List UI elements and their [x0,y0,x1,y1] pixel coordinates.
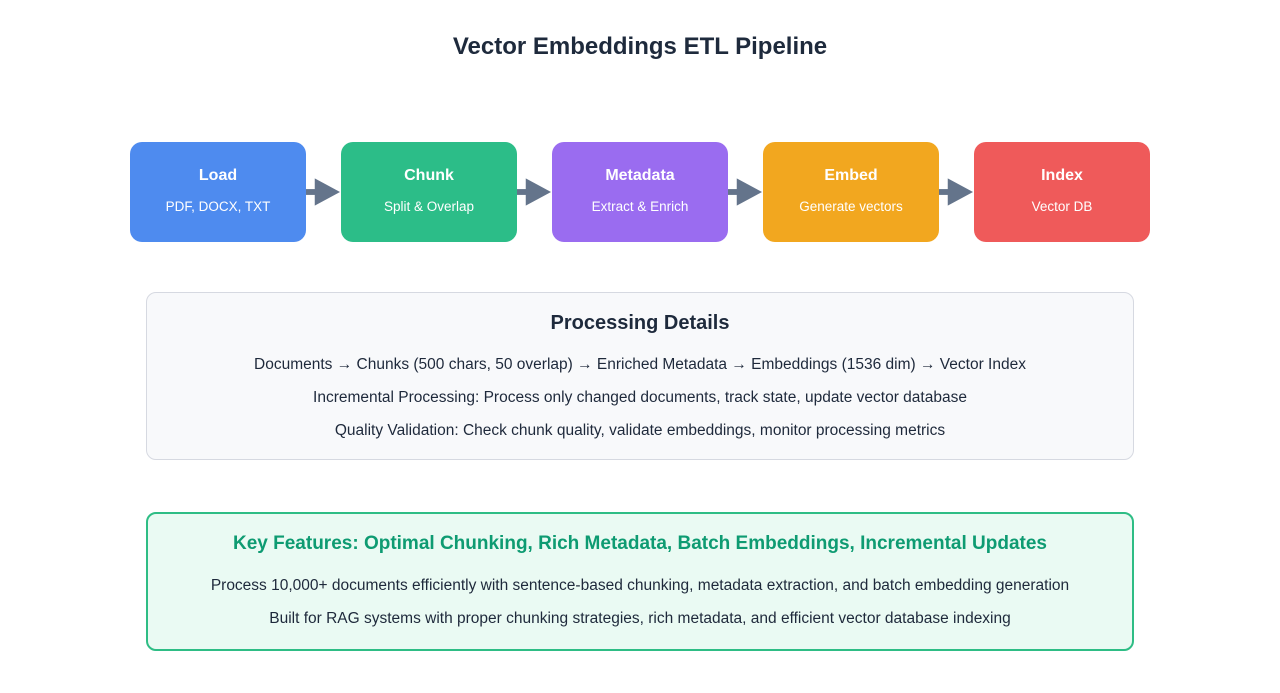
stage-title: Load [198,166,238,184]
page-title: Vector Embeddings ETL Pipeline [452,33,828,60]
pipeline-flow: Load PDF, DOCX, TXT Chunk Split & Overla… [0,142,1280,242]
stage-title: Chunk [404,166,454,184]
stage-subtitle: Generate vectors [799,198,903,214]
stage-title: Embed [824,166,878,184]
processing-flow-line: Documents → Chunks (500 chars, 50 overla… [254,356,1026,373]
pipeline-stage-index: Index Vector DB [974,142,1150,242]
pipeline-stage-metadata: Metadata Extract & Enrich [552,142,728,242]
flow-arrow-icon [939,178,974,206]
key-features-line: Process 10,000+ documents efficiently wi… [210,577,1070,594]
pipeline-stage-embed: Embed Generate vectors [763,142,939,242]
pipeline-stage-chunk: Chunk Split & Overlap [341,142,517,242]
processing-details-title: Processing Details [550,312,730,334]
stage-title: Index [1041,166,1083,184]
key-features-title: Key Features: Optimal Chunking, Rich Met… [233,533,1047,554]
stage-subtitle: Extract & Enrich [591,198,689,214]
key-features-line: Built for RAG systems with proper chunki… [269,610,1011,627]
stage-title: Metadata [605,166,675,184]
flow-arrow-icon [306,178,341,206]
stage-subtitle: Split & Overlap [383,198,475,214]
key-features-panel: Key Features: Optimal Chunking, Rich Met… [146,512,1134,651]
processing-details-panel: Processing Details Documents → Chunks (5… [146,292,1134,460]
incremental-processing-line: Incremental Processing: Process only cha… [313,389,967,406]
stage-subtitle: Vector DB [1031,198,1093,214]
quality-validation-line: Quality Validation: Check chunk quality,… [334,422,946,439]
flow-arrow-icon [517,178,552,206]
pipeline-stage-load: Load PDF, DOCX, TXT [130,142,306,242]
flow-arrow-icon [728,178,763,206]
stage-subtitle: PDF, DOCX, TXT [165,198,271,214]
